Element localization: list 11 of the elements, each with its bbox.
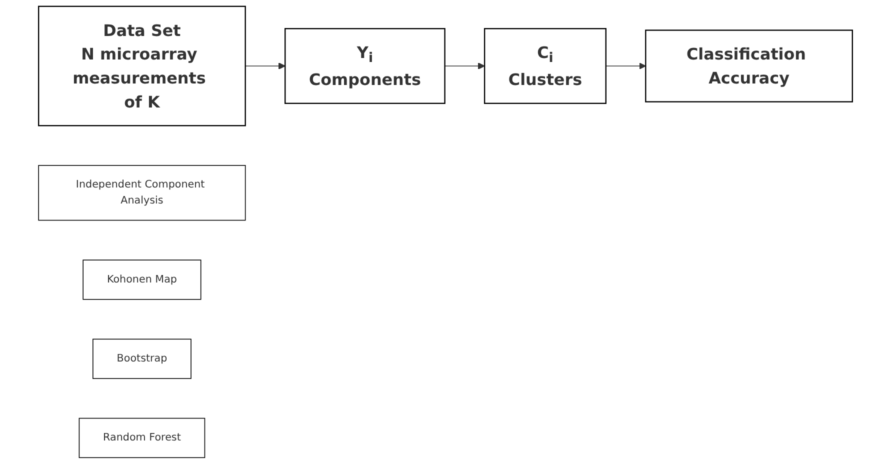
node-box: Y$_{i}$ Components xyxy=(284,28,446,104)
arrow xyxy=(244,62,286,70)
arrow xyxy=(444,62,485,70)
node-box: Kohonen Map xyxy=(82,260,202,300)
node-box: Classification Accuracy xyxy=(645,30,853,102)
node-box: Bootstrap xyxy=(92,338,192,379)
node-box: Random Forest xyxy=(78,418,206,458)
node-box: Data Set N microarray measurements of K xyxy=(38,6,246,126)
arrow xyxy=(606,62,646,70)
node-box: Independent Component Analysis xyxy=(38,165,246,221)
node-box: C$_{i}$ Clusters xyxy=(484,28,606,104)
